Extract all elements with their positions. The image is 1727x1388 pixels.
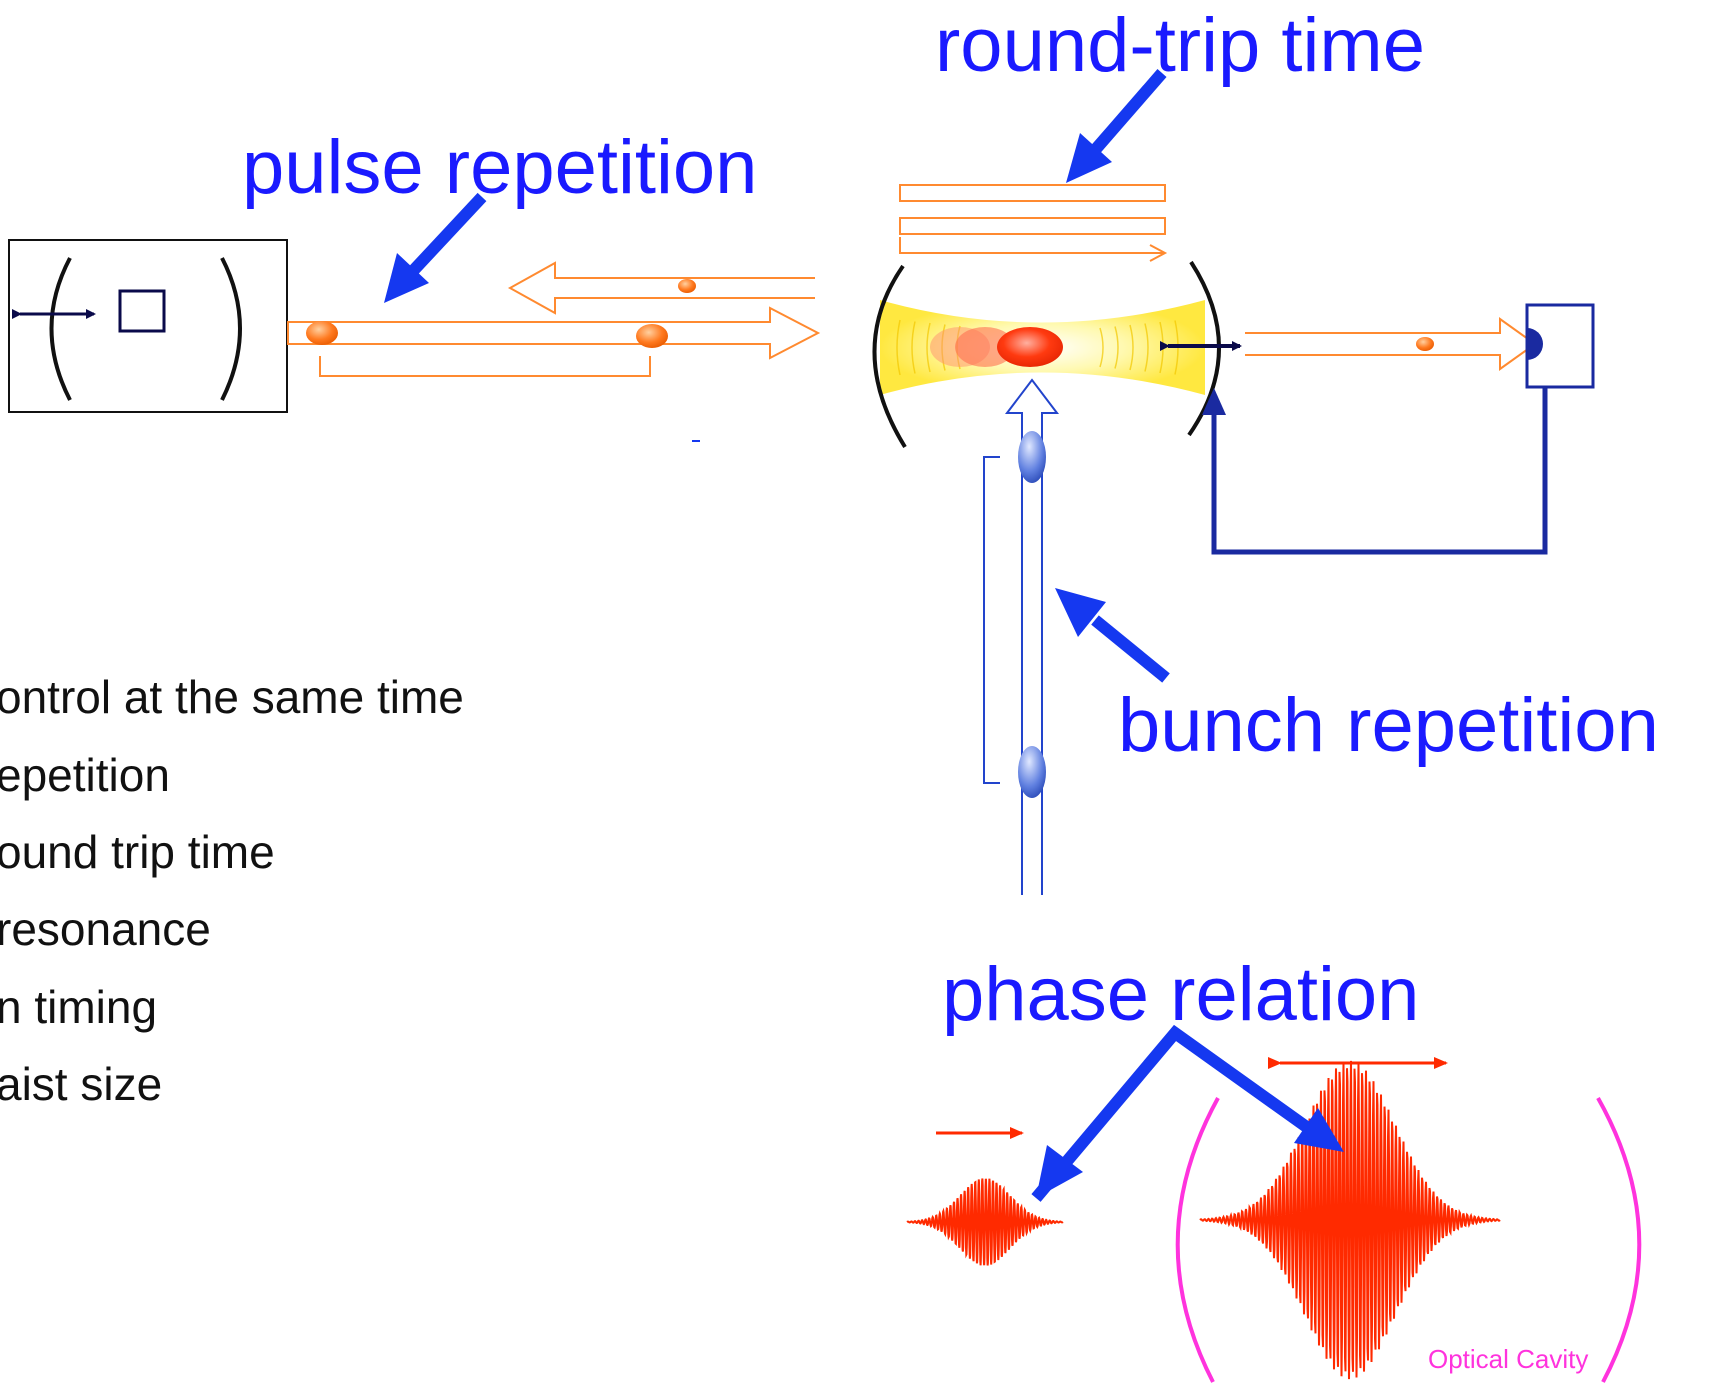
pointer-arrows [384, 69, 1344, 1202]
laser-pulse-train [287, 261, 821, 442]
cavity-left-mirror [872, 264, 907, 449]
label-round-trip-time: round-trip time [935, 3, 1425, 88]
transmitted-arrow [1245, 317, 1537, 371]
beam-wavefront [896, 319, 901, 376]
feedback-arrowhead [1202, 388, 1226, 415]
electron-bunch-train [983, 378, 1060, 895]
beam-wavefront [1114, 326, 1119, 369]
electron-bunch [1018, 431, 1046, 483]
list-item: ontrol at the same time [0, 671, 464, 723]
laser-return-arrow [507, 261, 815, 315]
detector-dot [1527, 328, 1543, 360]
feedback-line [1211, 387, 1548, 555]
beam-wavefront [1144, 323, 1149, 372]
oscillator-right-mirror [220, 257, 242, 401]
cavity-wave-packet [1199, 1060, 1501, 1380]
arrow-icon [384, 192, 487, 303]
electron-beam-pipe [1004, 378, 1060, 895]
arrow-icon [1031, 1024, 1344, 1202]
label-bunch-repetition: bunch repetition [1118, 683, 1659, 768]
round-trip-line-arrow [899, 237, 1168, 262]
label-pulse-repetition: pulse repetition [242, 125, 757, 210]
electron-bunch [1018, 746, 1046, 798]
laser-pulse-small [678, 279, 696, 293]
list-item: resonance [0, 903, 211, 955]
beam-wavefront [911, 321, 916, 374]
feedback-loop [1202, 387, 1548, 555]
beam-wavefront [1099, 327, 1104, 368]
list-item: aist size [0, 1058, 162, 1110]
optical-cavity-top [872, 260, 1242, 449]
cavity-arc-left [1175, 1097, 1220, 1383]
transmitted-beam [1245, 303, 1595, 389]
beam-wavefront [926, 322, 931, 373]
round-trip-line [899, 217, 1166, 235]
laser-pulse [636, 324, 668, 348]
laser-pulse-focus [997, 327, 1063, 367]
laser-pulse [306, 321, 338, 345]
oscillator-element [118, 289, 166, 333]
list-item: ound trip time [0, 826, 275, 878]
laser-pulse-blur [955, 327, 1015, 367]
bunch-spacing-bracket [983, 456, 1000, 784]
requirement-list: ontrol at the same time epetition ound t… [0, 671, 464, 1110]
transmitted-pulse [1416, 337, 1434, 351]
incoming-wave-packet [906, 1178, 1064, 1266]
label-optical-cavity: Optical Cavity [1428, 1344, 1588, 1374]
pulse-spacing-bracket [319, 356, 651, 377]
arrow-icon [1055, 588, 1170, 683]
list-item: n timing [0, 981, 157, 1033]
laser-forward-arrow [287, 306, 821, 360]
beam-wavefront [1129, 324, 1134, 371]
phase-relation-waves [906, 1057, 1642, 1383]
round-trip-line [899, 184, 1166, 202]
laser-oscillator [8, 239, 288, 413]
label-phase-relation: phase relation [942, 952, 1419, 1037]
arrow-icon [1066, 69, 1167, 183]
cavity-arc-right [1596, 1097, 1642, 1383]
round-trip-lines [899, 184, 1168, 262]
oscillator-left-mirror [49, 257, 72, 401]
list-item: epetition [0, 749, 170, 801]
